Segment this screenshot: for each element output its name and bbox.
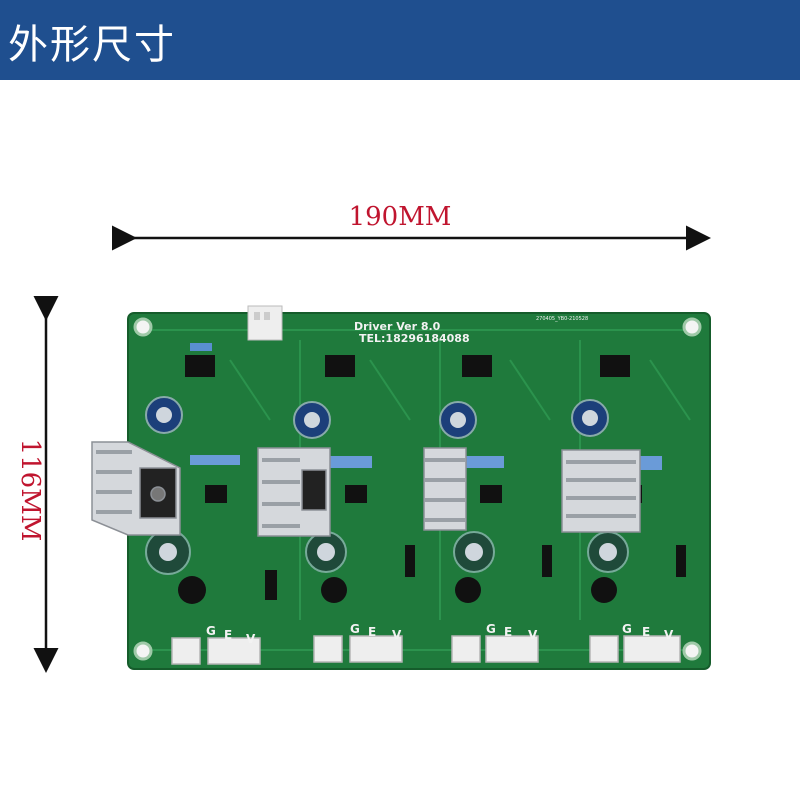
channel-3-pin-e: E — [504, 625, 513, 639]
header-bar: 外形尺寸 — [0, 0, 800, 80]
pcb-silkscreen-tel: TEL:18296184088 — [359, 332, 470, 345]
channel-3-pin-v: V — [528, 628, 538, 642]
channel-3-pin-g: G — [486, 622, 496, 636]
channel-4-pin-e: E — [642, 625, 651, 639]
channel-1-pin-e: E — [224, 628, 233, 642]
pcb-silkscreen-title: Driver Ver 8.0 — [354, 320, 441, 333]
channel-1-pin-g: G — [206, 624, 216, 638]
bottom-connectors — [171, 635, 681, 665]
width-dimension-label: 190MM — [348, 202, 452, 232]
channel-4-pin-g: G — [622, 622, 632, 636]
heatsinks — [91, 441, 641, 537]
page-title: 外形尺寸 — [8, 22, 176, 68]
channel-2-pin-e: E — [368, 625, 377, 639]
channel-2-pin-g: G — [350, 622, 360, 636]
channel-1-pin-v: V — [246, 632, 256, 646]
channel-4-pin-v: V — [664, 628, 674, 642]
pcb-silkscreen-code: 270405_YB0-210528 — [536, 316, 589, 322]
height-dimension-label: 116MM — [15, 438, 45, 542]
channel-2-pin-v: V — [392, 628, 402, 642]
